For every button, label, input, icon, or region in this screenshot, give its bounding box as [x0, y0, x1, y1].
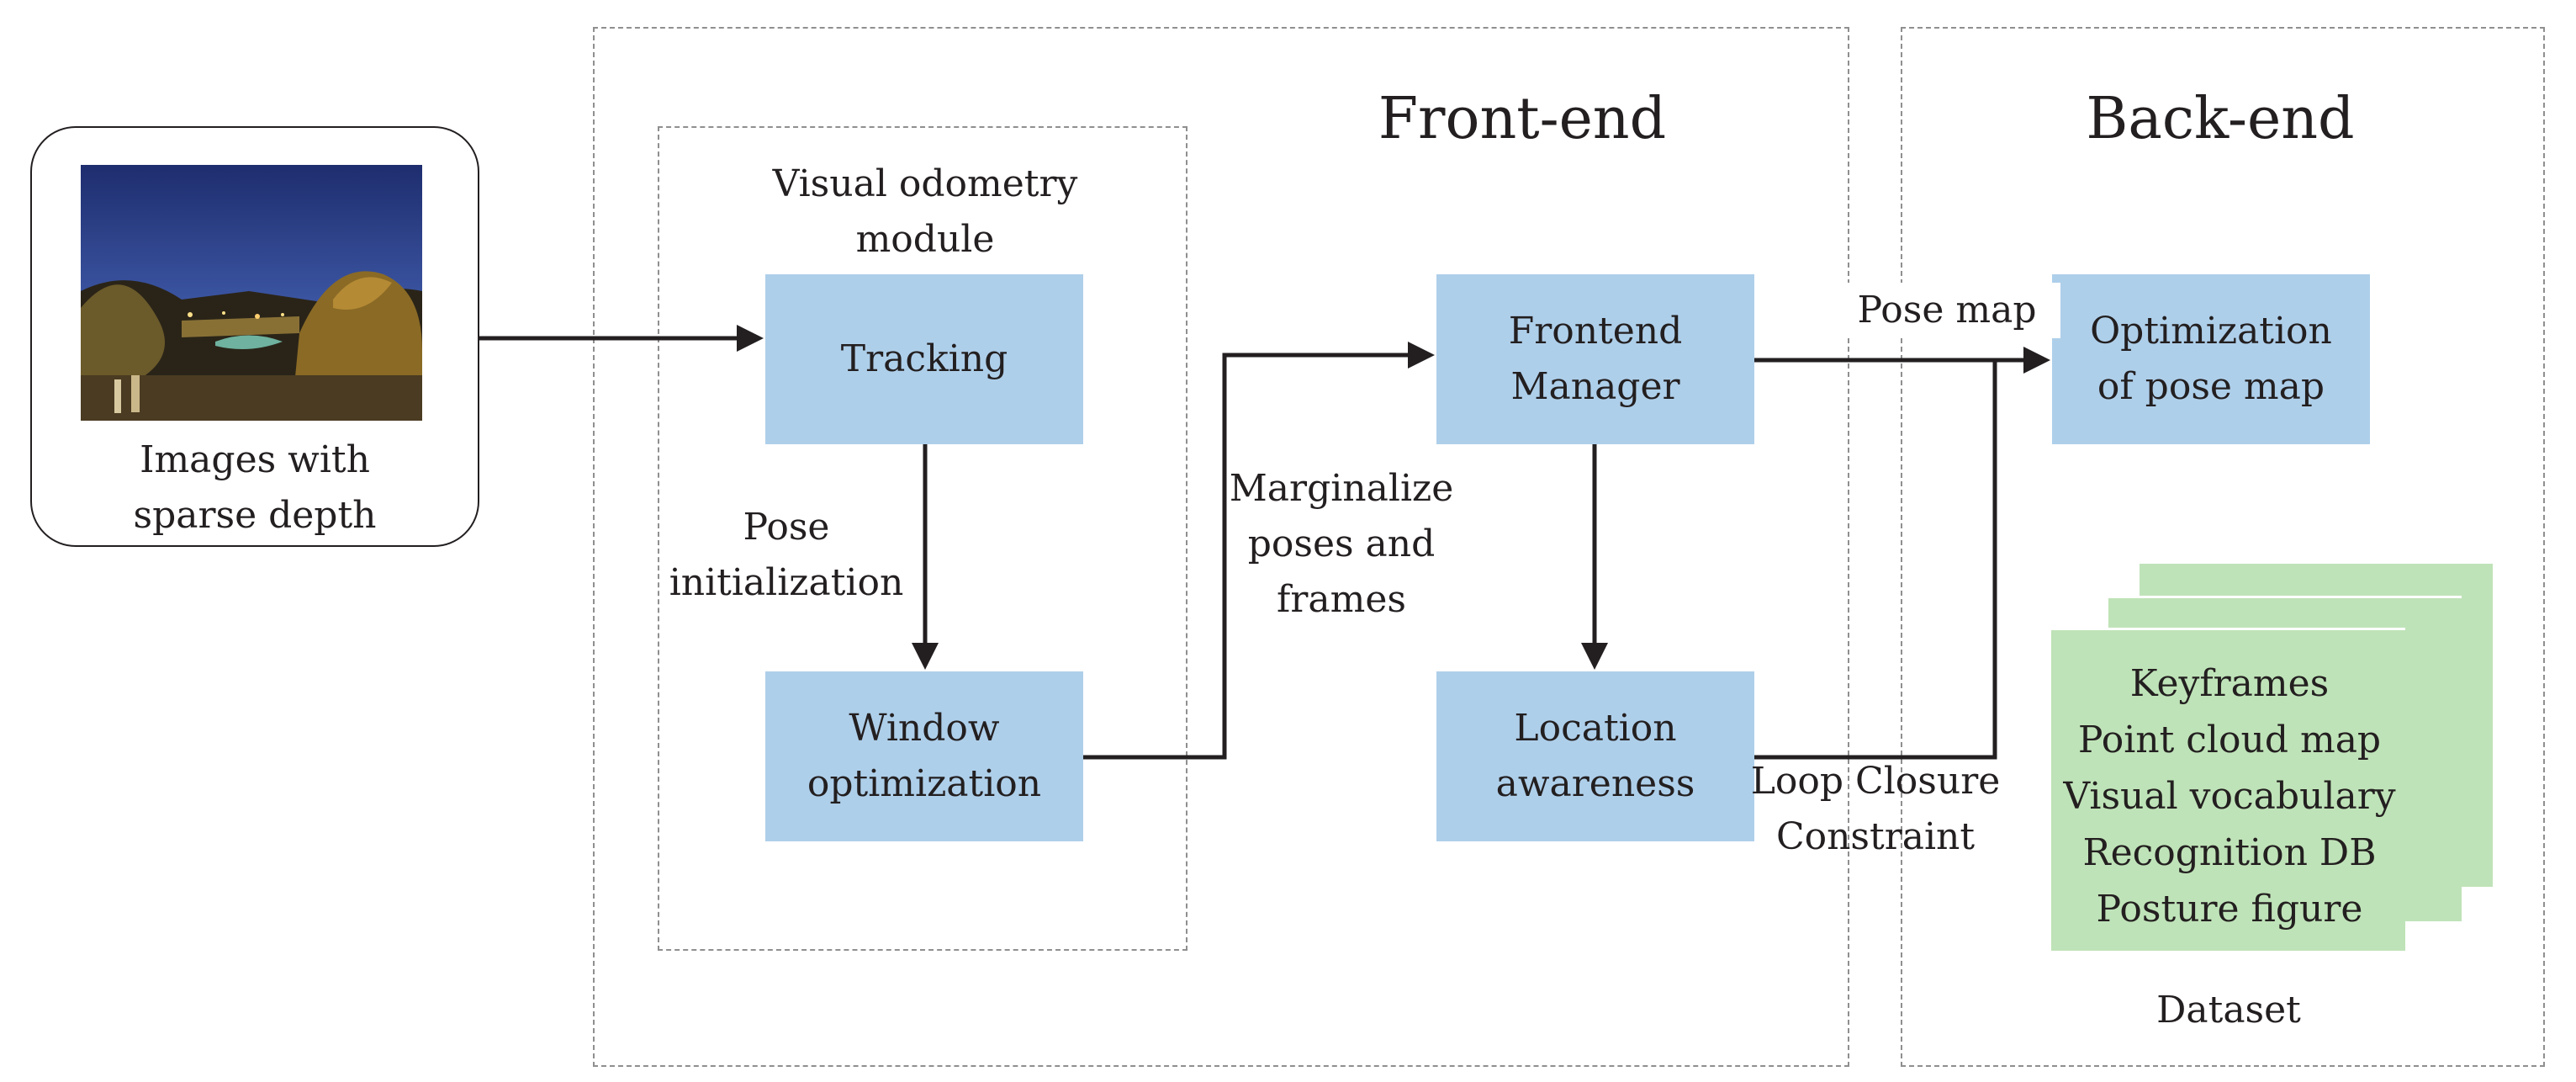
dataset-item: Visual vocabulary — [2063, 775, 2396, 818]
marginalize-line: frames — [1277, 578, 1406, 621]
pose-map-optimization-label: of pose map — [2097, 365, 2325, 408]
dataset-label: Dataset — [2156, 989, 2301, 1032]
window-optimization-label: Window — [849, 707, 1000, 750]
backend-section-frame — [1901, 27, 2545, 1067]
arrow-window-to-manager-head — [1408, 342, 1435, 369]
dataset-stack-front: Keyframes Point cloud map Visual vocabul… — [2049, 628, 2405, 951]
pose-initialization-label: Pose initialization — [664, 500, 908, 611]
vo-module-title: Visual odometry module — [706, 156, 1144, 268]
loop-closure-line: Loop Closure — [1750, 760, 2001, 803]
vo-module-title-line: Visual odometry — [772, 162, 1078, 205]
pose-map-optimization-label: Optimization — [2090, 310, 2332, 353]
dataset-items: Keyframes Point cloud map Visual vocabul… — [2051, 655, 2408, 937]
pose-map-label: Pose map — [1833, 283, 2060, 338]
vo-module-frame — [658, 126, 1187, 951]
marginalize-label: Marginalize poses and frames — [1211, 461, 1472, 628]
input-caption: Images with sparse depth — [32, 432, 478, 544]
input-caption-line: sparse depth — [133, 494, 377, 537]
frontend-section-frame — [593, 27, 1849, 1067]
arrow-window-to-manager — [1083, 353, 1411, 760]
frontend-manager-box: Frontend Manager — [1436, 274, 1754, 444]
arrow-manager-to-location-head — [1581, 643, 1608, 670]
dataset-item: Posture figure — [2096, 888, 2363, 931]
arrow-manager-to-optimization-head — [2023, 347, 2050, 374]
loop-closure-line: Constraint — [1775, 815, 1976, 858]
pose-initialization-line: Pose — [743, 506, 830, 549]
window-optimization-label: optimization — [807, 762, 1042, 805]
arrow-tracking-to-window-head — [912, 643, 939, 670]
backend-title: Back-end — [2086, 86, 2355, 152]
night-city-photo-icon — [81, 165, 422, 421]
pose-initialization-line: initialization — [669, 561, 904, 604]
dataset-item: Keyframes — [2129, 662, 2330, 705]
vo-module-title-line: module — [855, 218, 995, 261]
window-optimization-box: Window optimization — [765, 671, 1083, 841]
location-awareness-box: Location awareness — [1436, 671, 1754, 841]
dataset-item: Point cloud map — [2077, 719, 2382, 761]
tracking-box: Tracking — [765, 274, 1083, 444]
arrow-image-to-tracking-head — [737, 325, 764, 352]
pose-map-optimization-box: Optimization of pose map — [2052, 274, 2370, 444]
loop-closure-label: Loop Closure Constraint — [1749, 754, 2002, 865]
input-image-card: Images with sparse depth — [30, 126, 479, 547]
location-awareness-label: awareness — [1495, 762, 1695, 805]
marginalize-line: poses and — [1247, 522, 1436, 565]
frontend-title: Front-end — [1378, 86, 1667, 152]
frontend-manager-label: Manager — [1510, 365, 1680, 408]
frontend-manager-label: Frontend — [1508, 310, 1683, 353]
input-caption-line: Images with — [140, 438, 370, 481]
dataset-item: Recognition DB — [2082, 831, 2377, 874]
location-awareness-label: Location — [1514, 707, 1677, 750]
tracking-label: Tracking — [840, 337, 1008, 380]
marginalize-line: Marginalize — [1229, 467, 1454, 510]
loop-closure-connector — [1754, 360, 1997, 760]
